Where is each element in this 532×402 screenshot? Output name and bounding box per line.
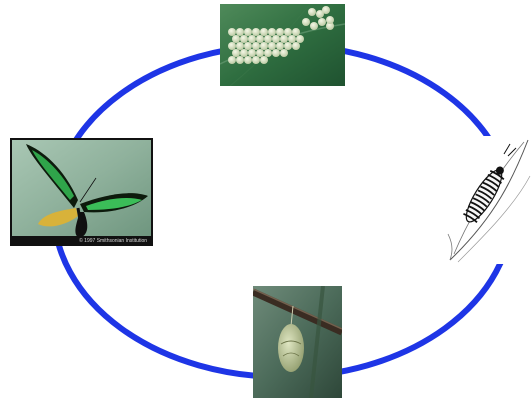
egg [260, 56, 268, 64]
egg [236, 28, 244, 36]
egg [248, 49, 256, 57]
egg [232, 35, 240, 43]
egg [268, 42, 276, 50]
egg [236, 56, 244, 64]
egg [276, 42, 284, 50]
egg [228, 28, 236, 36]
egg [322, 6, 330, 14]
caterpillar-drawing [444, 136, 532, 264]
photo-credit: © 1997 Smithsonian Institution [79, 238, 147, 244]
egg [288, 35, 296, 43]
egg [244, 42, 252, 50]
egg [232, 49, 240, 57]
egg [284, 28, 292, 36]
egg [296, 35, 304, 43]
egg [280, 49, 288, 57]
egg [292, 28, 300, 36]
egg [310, 22, 318, 30]
egg [252, 56, 260, 64]
egg [228, 42, 236, 50]
caterpillar-icon [444, 136, 532, 264]
egg [264, 49, 272, 57]
egg [240, 49, 248, 57]
egg [236, 42, 244, 50]
egg [292, 42, 300, 50]
egg [256, 35, 264, 43]
egg [248, 35, 256, 43]
egg [264, 35, 272, 43]
butterfly-icon [10, 138, 153, 246]
egg [280, 35, 288, 43]
egg-cluster-photo-icon [220, 4, 345, 86]
egg [272, 35, 280, 43]
chrysalis-photo [253, 286, 342, 398]
egg [284, 42, 292, 50]
butterfly-photo: © 1997 Smithsonian Institution [10, 138, 153, 246]
egg [268, 28, 276, 36]
egg [260, 28, 268, 36]
egg [244, 56, 252, 64]
egg [302, 18, 310, 26]
egg [272, 49, 280, 57]
egg [228, 56, 236, 64]
chrysalis-icon [253, 286, 342, 398]
egg [252, 28, 260, 36]
egg [308, 8, 316, 16]
egg [240, 35, 248, 43]
egg [252, 42, 260, 50]
egg [244, 28, 252, 36]
egg [276, 28, 284, 36]
egg [318, 18, 326, 26]
egg [326, 16, 334, 24]
egg [260, 42, 268, 50]
eggs-photo [220, 4, 345, 86]
egg [256, 49, 264, 57]
